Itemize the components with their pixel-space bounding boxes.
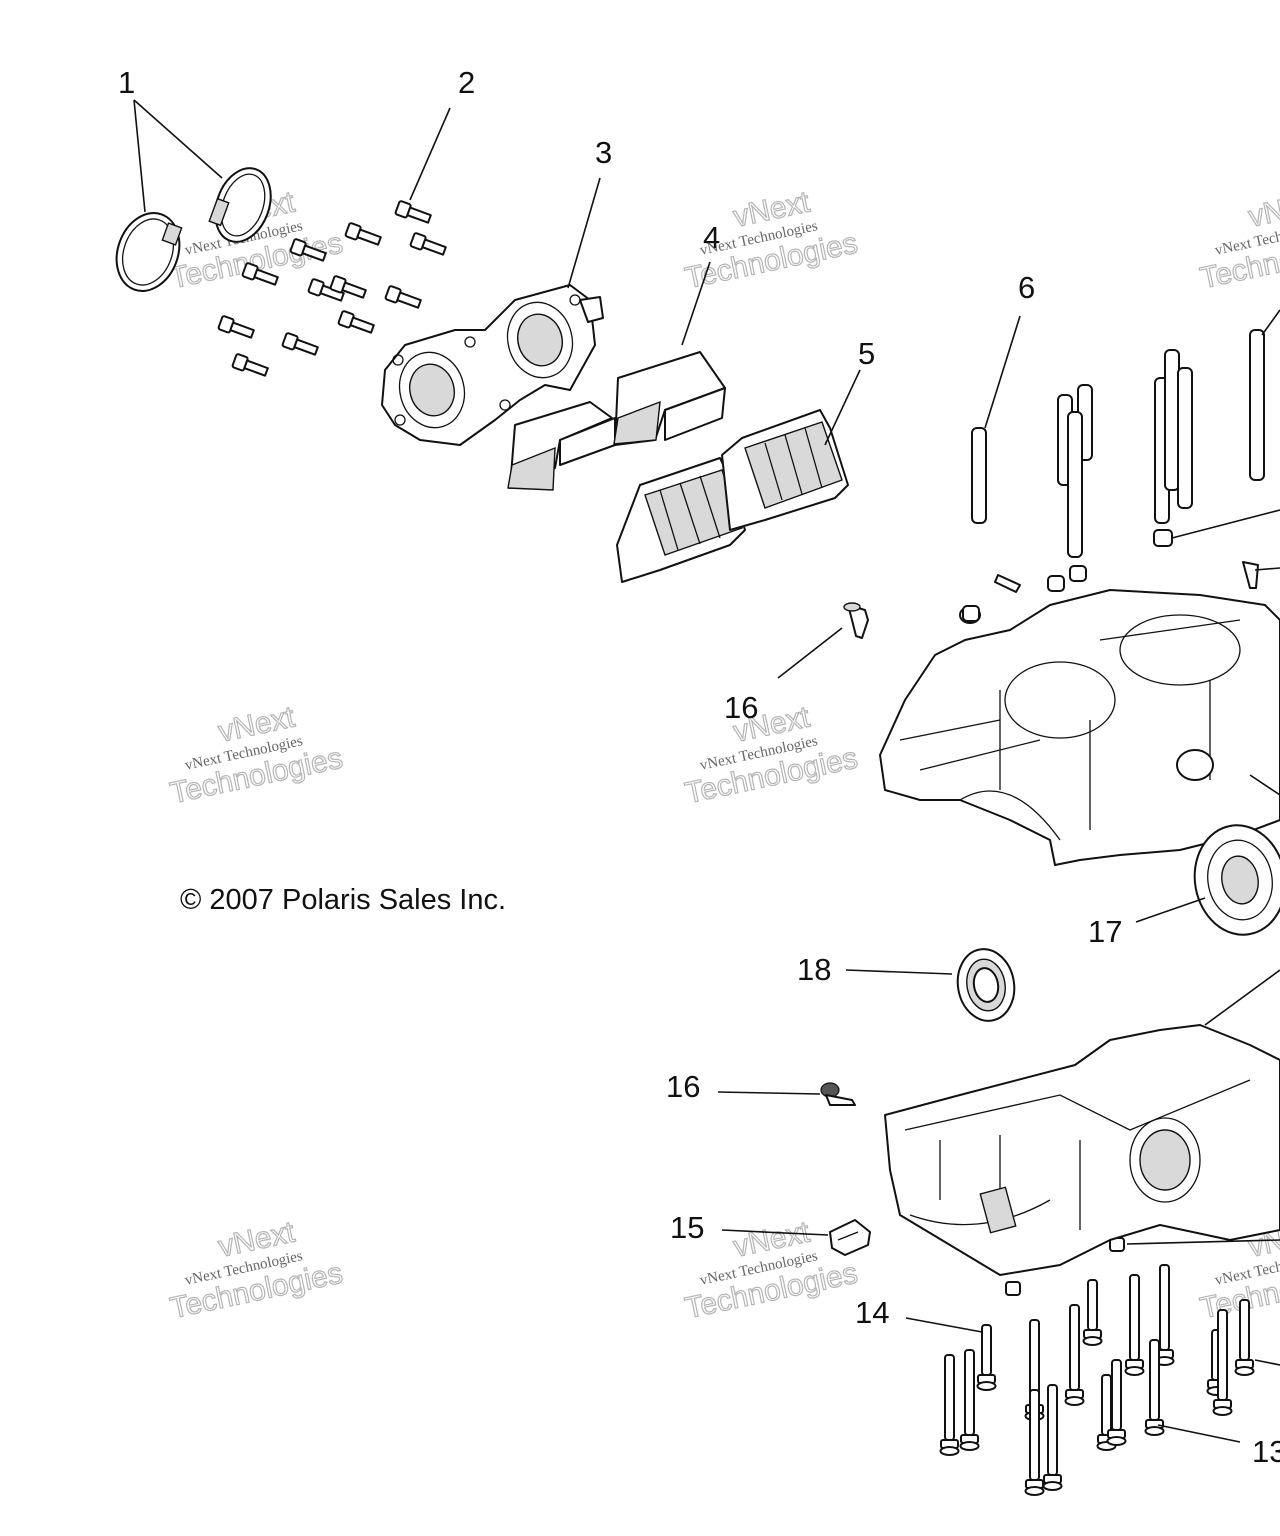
part-reed-valves <box>616 409 849 583</box>
svg-text:vNext: vNext <box>1246 185 1280 233</box>
callouts: 1 2 3 4 5 6 16 17 18 16 15 14 13 <box>118 65 1280 1469</box>
small-bolt <box>241 262 279 286</box>
stud <box>971 427 987 524</box>
long-bolt <box>959 1349 980 1451</box>
long-bolt <box>1144 1339 1165 1436</box>
watermark-middle-center: vNext vNext Technologies Technologies <box>682 700 861 811</box>
part-hose-clamps <box>115 167 272 292</box>
part-sensor <box>829 1219 871 1256</box>
part-plug-lower <box>820 1082 856 1106</box>
part-dowels <box>962 529 1259 1296</box>
small-bolt <box>384 285 422 309</box>
part-upper-crankcase <box>879 589 1280 866</box>
watermark-middle-left: vNext vNext Technologies Technologies <box>167 700 346 811</box>
long-bolt <box>1042 1384 1063 1491</box>
callout-13: 13 <box>1252 1434 1280 1469</box>
callout-16-lower: 16 <box>666 1069 700 1104</box>
callout-17: 17 <box>1088 914 1122 949</box>
callout-3: 3 <box>595 135 612 170</box>
part-intake-adapter <box>381 284 604 446</box>
callout-1: 1 <box>118 65 135 100</box>
stud <box>1249 329 1265 481</box>
long-bolt <box>1064 1304 1085 1406</box>
callout-4: 4 <box>703 220 720 255</box>
callout-15: 15 <box>670 1210 704 1245</box>
long-bolt <box>976 1324 997 1391</box>
stud <box>1164 349 1180 491</box>
part-studs <box>971 329 1265 558</box>
part-crankcase-bolts <box>939 1264 1255 1496</box>
long-bolt <box>1124 1274 1145 1376</box>
small-bolt <box>281 332 319 356</box>
watermark-bottom-left: vNext vNext Technologies Technologies <box>167 1215 346 1326</box>
callout-16-upper: 16 <box>724 690 758 725</box>
watermark-top-right: vNext vNext Technologies Technologies <box>1197 185 1280 296</box>
stud <box>1177 367 1193 509</box>
small-bolt <box>329 275 367 299</box>
small-bolt <box>217 315 255 339</box>
callout-6: 6 <box>1018 270 1035 305</box>
small-bolt <box>231 353 269 377</box>
small-bolt <box>337 310 375 334</box>
part-bolts-small <box>217 200 447 377</box>
callout-5: 5 <box>858 336 875 371</box>
long-bolt <box>1234 1299 1255 1376</box>
part-seal-small <box>956 948 1016 1022</box>
callout-18: 18 <box>797 952 831 987</box>
leader-lines <box>133 99 1280 1443</box>
stud <box>1067 411 1083 558</box>
part-plug-upper <box>843 602 869 639</box>
callout-2: 2 <box>458 65 475 100</box>
watermark-top-center: vNext vNext Technologies Technologies <box>682 185 861 296</box>
small-bolt <box>409 232 447 256</box>
copyright-notice: © 2007 Polaris Sales Inc. <box>180 884 506 916</box>
part-lower-crankcase <box>884 1024 1280 1276</box>
callout-14: 14 <box>855 1295 889 1330</box>
long-bolt <box>939 1354 960 1456</box>
small-bolt <box>394 200 432 224</box>
long-bolt <box>1082 1279 1103 1346</box>
part-seal-large <box>1193 824 1280 936</box>
small-bolt <box>289 238 327 262</box>
part-reed-stops <box>507 351 726 491</box>
long-bolt <box>1106 1359 1127 1446</box>
small-bolt <box>344 222 382 246</box>
long-bolt <box>1024 1389 1045 1496</box>
long-bolt <box>1212 1309 1233 1416</box>
